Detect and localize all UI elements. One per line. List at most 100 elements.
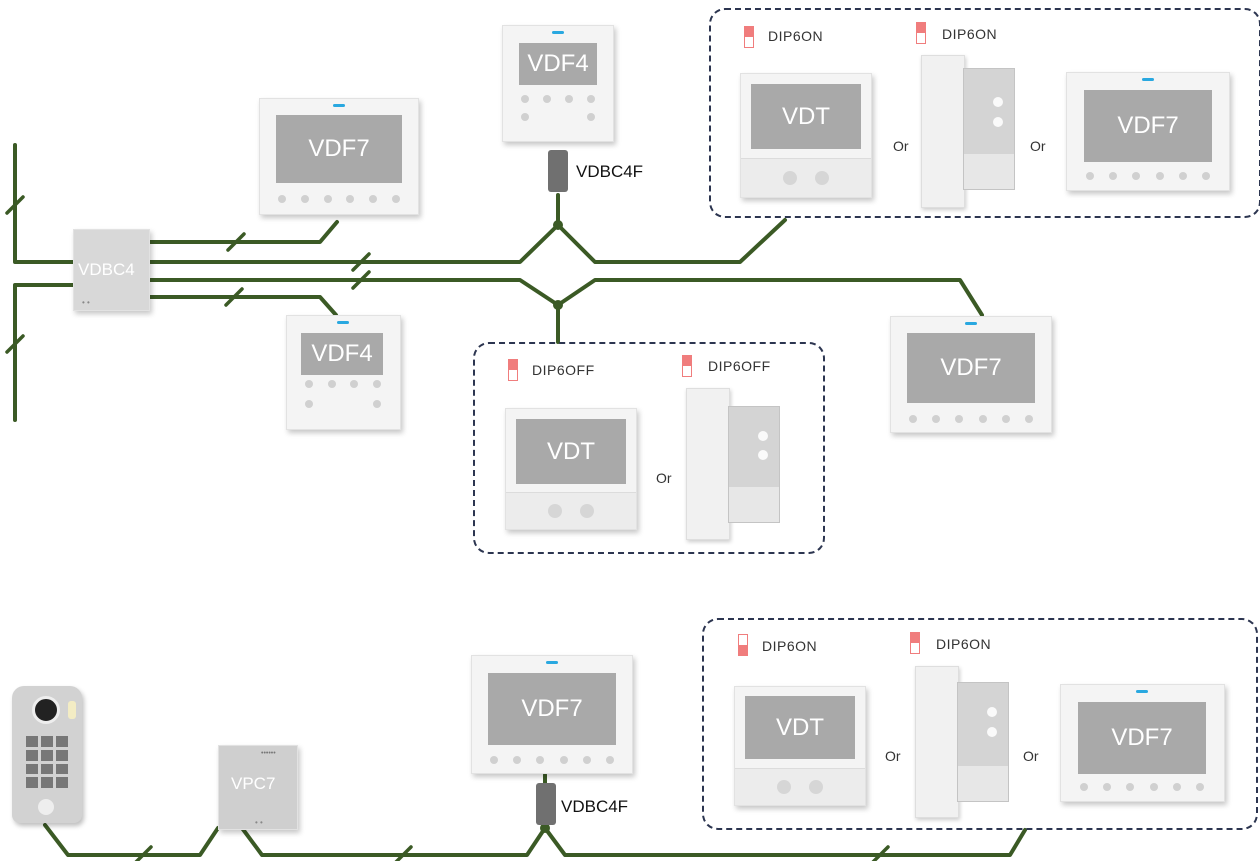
monitor-vdf7: VDF7 <box>1066 72 1230 191</box>
left-riser-top <box>13 143 77 264</box>
bus-line-2 <box>146 278 984 317</box>
call-button <box>38 799 54 815</box>
monitor-base <box>735 768 865 805</box>
monitor-vdf7: VDF7 <box>259 98 419 215</box>
monitor-screen: VDF7 <box>907 333 1035 403</box>
monitor-vdt: VDT <box>740 73 872 198</box>
dip-switch-on <box>738 634 748 656</box>
button-row <box>305 380 381 388</box>
keypad <box>26 736 68 788</box>
button-row <box>490 756 614 764</box>
wire-vdbc4-vdf4 <box>146 295 338 317</box>
device-label: VDF7 <box>1117 112 1179 139</box>
dip-label: DIP6ON <box>936 636 992 652</box>
dip6-off-group <box>473 342 825 554</box>
monitor-screen: VDF7 <box>488 673 616 745</box>
dip-label: DIP6OFF <box>532 362 595 378</box>
monitor-button <box>548 504 562 518</box>
monitor-vdf7: VDF7 <box>471 655 633 774</box>
slash-mark <box>871 845 890 861</box>
button-row <box>1086 172 1210 180</box>
monitor-vdt: VDT <box>734 686 866 806</box>
monitor-button <box>777 780 791 794</box>
button-row <box>305 400 381 408</box>
device-label: VDF7 <box>1111 724 1173 751</box>
or-label: Or <box>1023 748 1039 764</box>
status-dots: • • <box>255 818 263 827</box>
led-indicator <box>552 31 564 34</box>
monitor-button <box>809 780 823 794</box>
device-label: VDF7 <box>521 695 583 722</box>
light-indicator <box>68 701 76 719</box>
monitor-vdf7: VDF7 <box>890 316 1052 433</box>
slash-mark <box>134 845 153 861</box>
dip-switch-off <box>508 359 518 381</box>
junction-dot <box>540 823 550 833</box>
button-row <box>521 113 595 121</box>
device-label: VDT <box>547 437 595 465</box>
monitor-screen: VDT <box>745 696 855 759</box>
or-label: Or <box>885 748 901 764</box>
device-label: VPC7 <box>231 774 276 793</box>
slash-mark <box>226 232 246 252</box>
or-label: Or <box>1030 138 1046 154</box>
door-entry-panel <box>12 686 82 823</box>
slash-mark <box>394 845 413 861</box>
monitor-button <box>815 171 829 185</box>
bus-line-1 <box>146 218 787 264</box>
button-row <box>909 415 1033 423</box>
monitor-base <box>741 158 871 197</box>
dip-switch-on <box>744 26 754 48</box>
device-label: VDF7 <box>940 354 1002 381</box>
led-indicator <box>337 321 349 324</box>
monitor-vdf4: VDF4 <box>502 25 614 142</box>
monitor-screen: VDT <box>516 419 626 484</box>
adapter-label: VDBC4F <box>576 162 644 181</box>
junction-dot <box>553 300 563 310</box>
dip-label: DIP6ON <box>762 638 818 654</box>
dip-label: DIP6ON <box>768 28 824 44</box>
monitor-button <box>783 171 797 185</box>
dip-label: DIP6ON <box>942 26 998 42</box>
led-indicator <box>1142 78 1154 81</box>
device-label: VDT <box>776 713 824 741</box>
monitor-side-view <box>915 666 1009 818</box>
terminal-strip: •••••• <box>261 750 276 757</box>
status-dots: • • <box>82 298 90 307</box>
monitor-screen: VDF4 <box>301 333 383 375</box>
button-row <box>521 95 595 103</box>
adapter-vdbc4f <box>536 783 556 825</box>
monitor-screen: VDT <box>751 84 861 149</box>
monitor-side-view <box>686 388 780 540</box>
slash-mark <box>351 252 371 272</box>
junction-dot <box>553 220 563 230</box>
led-indicator <box>546 661 558 664</box>
or-label: Or <box>893 138 909 154</box>
slash-mark <box>5 195 25 215</box>
slash-mark <box>224 287 244 307</box>
device-label: VDBC4 <box>78 260 135 279</box>
wire-vdbc4-vdf7 <box>146 220 339 244</box>
monitor-vdf7: VDF7 <box>1060 684 1225 802</box>
monitor-screen: VDF7 <box>1078 702 1206 774</box>
monitor-screen: VDF4 <box>519 43 597 85</box>
slash-mark <box>351 270 371 290</box>
device-label: VDF4 <box>311 340 373 367</box>
button-row <box>278 195 400 203</box>
dip-switch-on <box>910 632 920 654</box>
led-indicator <box>965 322 977 325</box>
device-label: VDF7 <box>308 135 370 162</box>
camera-lens <box>32 696 60 724</box>
device-label: VDF4 <box>527 50 589 77</box>
monitor-side-view <box>921 55 1015 208</box>
led-indicator <box>333 104 345 107</box>
monitor-vdt: VDT <box>505 408 637 530</box>
distributor-vdbc4: VDBC4 • • <box>73 229 150 311</box>
dip6-on-group-bottom <box>702 618 1258 830</box>
monitor-base <box>506 492 636 529</box>
adapter-vdbc4f <box>548 150 568 192</box>
left-riser-bottom <box>13 283 77 422</box>
dip-switch-on <box>916 22 926 44</box>
bottom-wire-2 <box>240 826 1027 857</box>
